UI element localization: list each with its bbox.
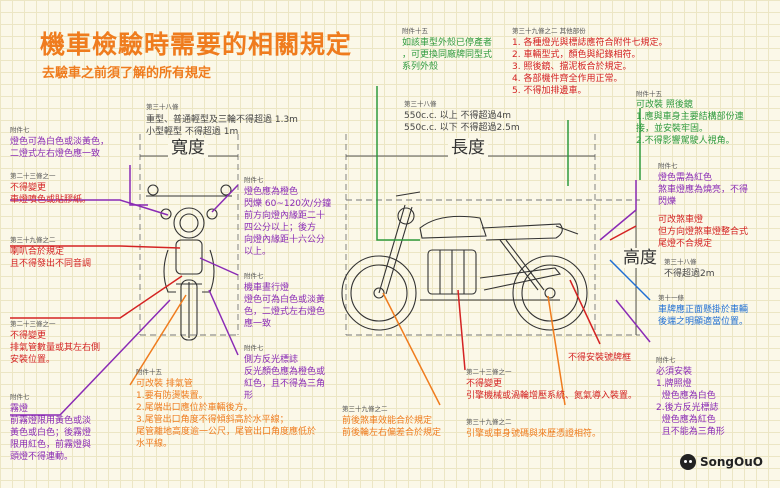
tail-lamp-tag: 附件七 (658, 162, 678, 170)
general-item-5: 5. 不得加排邊車。 (512, 86, 587, 96)
exhaust-mod-text: 可改裝 排氣管 1.要有防燙裝置。 2.尾端出口應位於車輛後方。 3.尾管出口角… (136, 379, 317, 449)
brake-text: 前後煞車效能合於規定 前後輪左右偏差合於規定 (342, 416, 442, 438)
plate-light-text: 不得安裝號牌框 (568, 353, 632, 363)
length-rule-tag: 第三十八條 (404, 100, 437, 108)
front-turn-tag: 附件七 (10, 126, 30, 134)
width-label: 寬度 (168, 138, 208, 158)
exhaust-mod-tag: 附件十五 (136, 368, 162, 376)
engine-no-tag: 第三十九條之二 (466, 418, 512, 426)
turn-signal-tag: 附件七 (244, 176, 264, 184)
general-item-1: 1. 各種燈光與標誌應符合附件七規定。 (512, 38, 668, 48)
general-item-2: 2. 車輛型式，顏色與紀錄相符。 (512, 50, 641, 60)
horn-tag: 第三十九條之二 (10, 236, 56, 244)
page-subtitle: 去驗車之前須了解的所有規定 (42, 66, 212, 81)
tail-lamp-text: 燈色需為紅色 煞車燈應為燒亮，不得 閃爍 (658, 173, 749, 207)
running-light-text: 機車晝行燈 燈色可為白色或淡黃 色，二燈式左右燈色 應一致 (244, 283, 326, 329)
engine-tag: 第二十三條之一 (466, 368, 512, 376)
rear-reflector-text: 必須安裝 1.牌照燈 燈色應為白色 2.後方反光標誌 燈色應為紅色 且不能為三角… (656, 367, 725, 437)
width-rule-text: 重型、普通輕型及三輪不得超過 1.3m 小型輕型 不得超過 1m (146, 115, 298, 137)
page-title: 機車檢驗時需要的相關規定 (40, 30, 353, 59)
general-item-4: 4. 各部機件齊全作用正常。 (512, 74, 623, 84)
mirror-tag: 附件十五 (636, 90, 662, 98)
headlamp-color-tag: 第二十三條之一 (10, 172, 56, 180)
length-rule-text: 550c.c. 以上 不得超過4m 550c.c. 以下 不得超過2.5m (404, 111, 520, 133)
width-rule-tag: 第三十八條 (146, 103, 179, 111)
brand-name: SongOuO (700, 455, 763, 469)
length-label: 長度 (448, 138, 488, 158)
rear-reflector-tag: 附件七 (656, 356, 676, 364)
general-item-3: 3. 照後鏡、擋泥板合於規定。 (512, 62, 632, 72)
engine-no-text: 引擎或車身號碼與來歷憑證相符。 (466, 429, 602, 439)
mirror-text: 可改裝 照後鏡 1.應與車身主要結構部份連 接，並安裝牢固。 2.不得影響駕駛人… (636, 100, 744, 146)
headlamp-color-text: 不得變更 車燈噴色或貼膠紙。 (10, 183, 92, 205)
plate-lamp-tag: 第十一條 (658, 294, 684, 302)
height-rule-tag: 第三十八條 (664, 258, 697, 266)
fog-tag: 附件七 (10, 393, 30, 401)
horn-text: 喇叭合於規定 且不得發出不同音調 (10, 247, 92, 269)
exhaust-change-tag: 第二十三條之一 (10, 320, 56, 328)
motorcycle-side-view (341, 191, 588, 331)
fog-text: 霧燈 前霧燈限用黃色或淡 黃色或白色；後霧燈 限用紅色，前霧燈與 頭燈不得連動。 (10, 404, 92, 462)
general-tag: 第三十九條之二 其他部份 (512, 27, 586, 35)
front-turn-text: 燈色可為白色或淡黃色， 二燈式左右燈色應一致 (10, 137, 110, 159)
turn-signal-text: 燈色應為橙色 閃爍 60~120次/分鐘 前方向燈內緣距二十 四公分以上；後方 … (244, 187, 332, 257)
brake-tag: 第三十九條之二 (342, 405, 388, 413)
shell-tag: 附件十五 (402, 27, 428, 35)
exhaust-change-text: 不得變更 排氣管數量或其左右側 安裝位置。 (10, 331, 101, 365)
motorcycle-front-view (146, 184, 232, 341)
brake-mod-text: 可改煞車燈 但方向燈煞車燈整合式 尾燈不合規定 (658, 215, 749, 249)
brand-logo-icon (680, 454, 696, 470)
running-light-tag: 附件七 (244, 272, 264, 280)
side-reflector-tag: 附件七 (244, 344, 264, 352)
height-label: 高度 (620, 248, 660, 268)
engine-text: 不得變更 引擎機械或渦輪增壓系統、氮氣導入裝置。 (466, 379, 638, 401)
side-reflector-text: 側方反光標誌 反光顏色應為橙色或 紅色，且不得為三角 形 (244, 355, 326, 401)
height-rule-text: 不得超過2m (664, 269, 715, 279)
shell-text: 如該車型外殼已停產者 ，可更換同廠牌同型式 系列外殼 (402, 38, 493, 72)
plate-lamp-text: 車牌應正面懸掛於車輛 後端之明顯適當位置。 (658, 305, 749, 327)
